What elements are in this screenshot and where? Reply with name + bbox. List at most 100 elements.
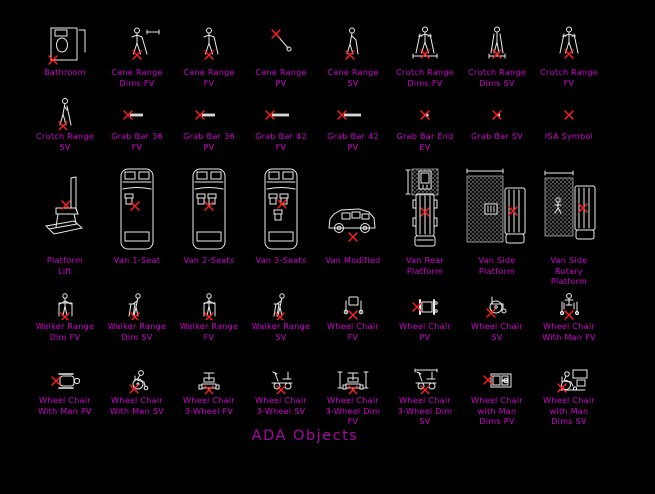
cane-pv-icon [245,22,317,66]
crutch-dims-sv-icon [461,22,533,66]
wheelchair-man-dims-pv-icon [461,368,533,394]
wheelchair-man-dims-sv-icon [533,368,605,394]
symbol-label: Van 2-Seats [183,256,235,265]
crutch-sv-icon [29,96,101,130]
symbol-bathroom[interactable]: Bathroom [29,22,101,79]
grab-bar-42-icon [317,96,389,130]
grab-bar-end-icon [389,96,461,130]
grab-bar-36-icon [173,96,245,130]
symbol-van-3-seats[interactable]: Van 3-Seats [245,166,317,267]
walker-sv-icon [245,292,317,320]
van-1-seat-icon [101,166,173,254]
symbol-label: Bathroom [44,68,86,77]
symbol-isa-symbol[interactable]: ISA Symbol [533,96,605,143]
van-3-seats-icon [245,166,317,254]
grab-bar-36-icon [101,96,173,130]
wheelchair-man-fv-icon [533,292,605,320]
symbol-van-1-seat[interactable]: Van 1-Seat [101,166,173,267]
sheet-title: ADA Objects [251,428,359,444]
cane-sv-icon [317,22,389,66]
symbol-van-2-seats[interactable]: Van 2-Seats [173,166,245,267]
symbol-label: Van 3-Seats [255,256,307,265]
symbol-label: Grab Bar SV [470,132,524,141]
cane-fv-icon [173,22,245,66]
symbol-grab-bar-sv[interactable]: Grab Bar SV [461,96,533,143]
symbol-van-modified[interactable]: Van Modified [317,166,389,267]
van-rear-platform-icon [389,166,461,254]
grab-bar-42-icon [245,96,317,130]
wheelchair-3wheel-dim-fv-icon [317,368,389,394]
grab-bar-sv-icon [461,96,533,130]
wheelchair-3wheel-fv-icon [173,368,245,394]
crutch-fv-icon [533,22,605,66]
symbol-label: Van 1-Seat [113,256,161,265]
bathroom-icon [29,22,101,66]
wheelchair-3wheel-sv-icon [245,368,317,394]
isa-symbol-icon [533,96,605,130]
van-2-seats-icon [173,166,245,254]
walker-fv-icon [173,292,245,320]
